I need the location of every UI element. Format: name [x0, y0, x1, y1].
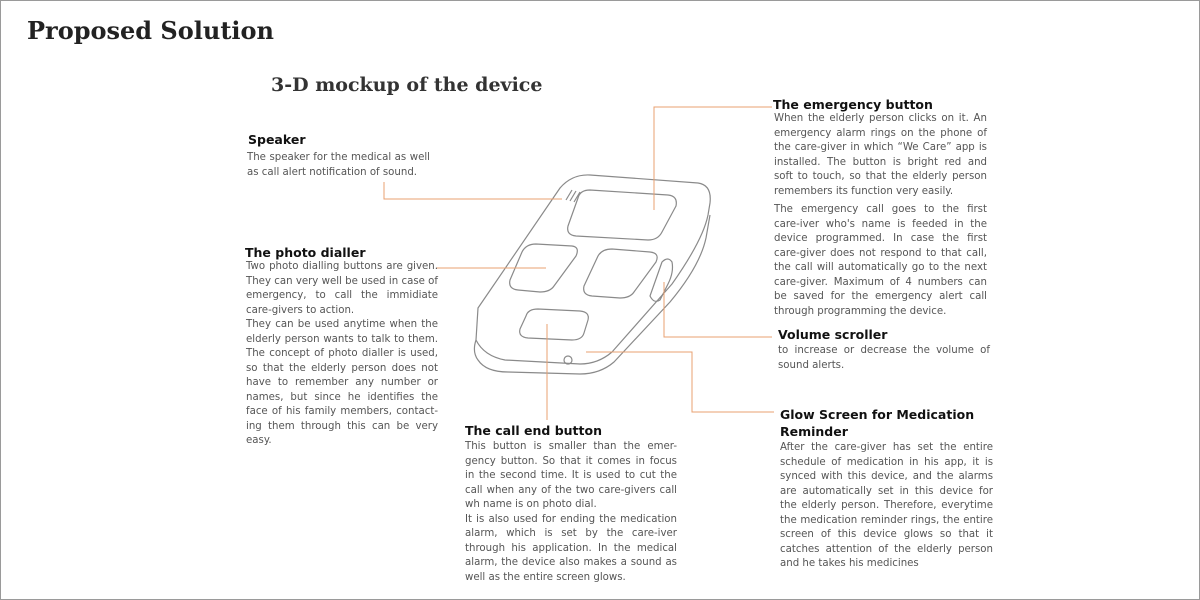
volume-text: to increase or decrease the volume of so…: [778, 345, 990, 371]
photo-dialler-paragraph: They can be used anytime when the elderl…: [246, 319, 438, 446]
speaker-description: The speaker for the medical as well as c…: [247, 151, 430, 180]
glow-leader-line: [586, 351, 774, 413]
glow-heading: Glow Screen for Medication Reminder: [780, 407, 975, 439]
photo-dial-button-2-shape: [583, 248, 658, 299]
photo-dialler-heading: The photo dialler: [245, 245, 366, 260]
photo-dialler-description: Two photo dialling buttons are given. Th…: [246, 260, 438, 449]
call-end-paragraph: It is also used for ending the medicatio…: [465, 513, 677, 583]
photo-dialler-paragraph: Two photo dialling buttons are given. Th…: [246, 261, 438, 316]
emergency-heading: The emergency button: [773, 97, 933, 112]
glow-description: After the care-giver has set the entire …: [780, 441, 993, 572]
speaker-slit: [565, 189, 573, 201]
emergency-description: When the elderly person clicks on it. An…: [774, 112, 987, 319]
glow-text: After the care-giver has set the entire …: [780, 442, 993, 569]
emergency-paragraph: When the elderly person clicks on it. An…: [774, 113, 987, 197]
speaker-slit: [573, 191, 581, 203]
volume-scroller-shape: [649, 258, 674, 302]
volume-leader-line: [663, 282, 772, 338]
emergency-leader-line: [653, 106, 772, 210]
call-end-heading: The call end button: [465, 423, 602, 438]
device-body-outline: [475, 174, 711, 365]
speaker-text: The speaker for the medical as well as c…: [247, 152, 430, 178]
speaker-slit: [569, 190, 577, 202]
emergency-paragraph: The emergency call goes to the first car…: [774, 204, 987, 317]
speaker-leader-line: [383, 182, 562, 200]
page-title: Proposed Solution: [27, 16, 274, 45]
speaker-heading: Speaker: [248, 132, 306, 147]
page-subtitle: 3-D mockup of the device: [271, 74, 543, 96]
volume-heading: Volume scroller: [778, 327, 888, 342]
photo-dial-button-1-shape: [509, 243, 578, 293]
volume-description: to increase or decrease the volume of so…: [778, 344, 990, 373]
emergency-button-shape: [567, 189, 677, 241]
call-end-paragraph: This button is smaller than the emer-gen…: [465, 441, 677, 510]
call-end-button-shape: [519, 308, 589, 341]
call-end-description: This button is smaller than the emer-gen…: [465, 440, 677, 585]
device-body-back-edge: [473, 214, 711, 375]
charging-port-shape: [563, 355, 573, 365]
